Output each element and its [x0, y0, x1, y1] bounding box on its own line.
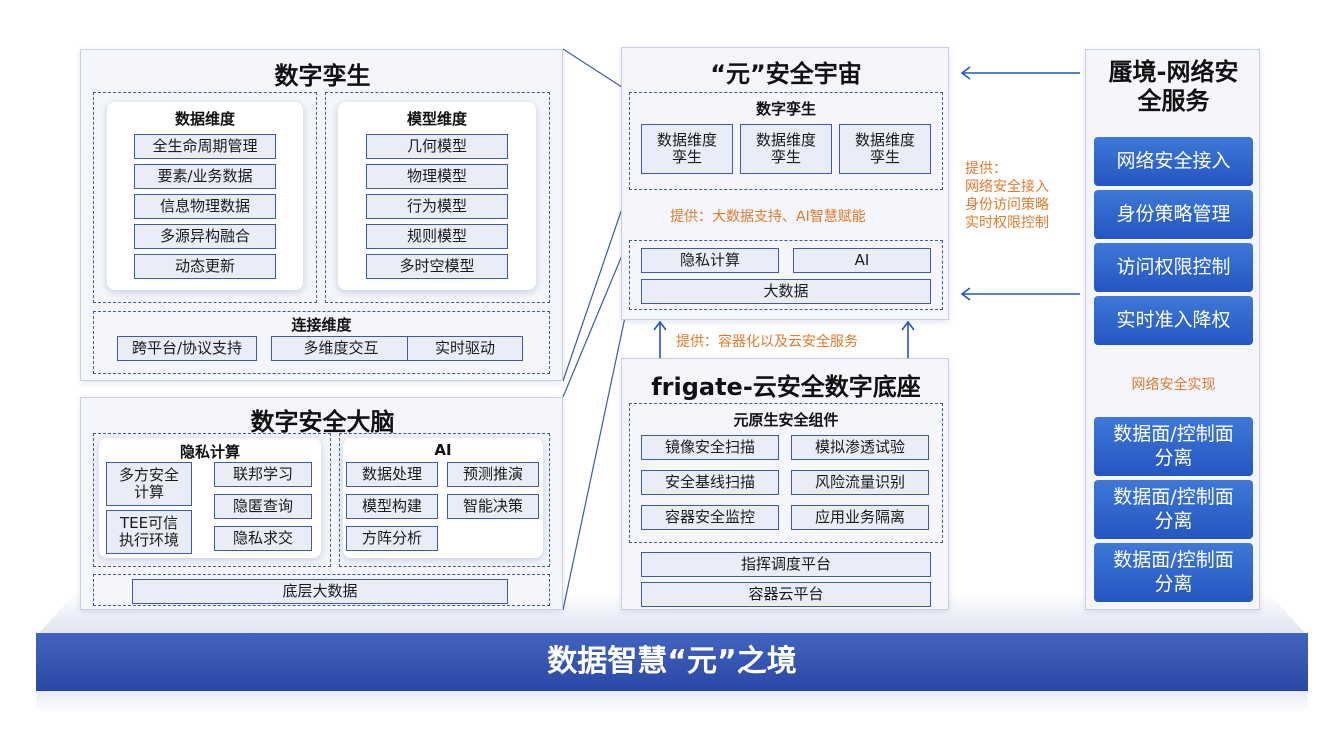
right-service-item: 访问权限控制: [1094, 243, 1253, 292]
data-dim-item: 动态更新: [134, 254, 276, 279]
frigate-title: frigate-云安全数字底座: [651, 373, 921, 401]
ai-item: 方阵分析: [346, 526, 438, 551]
model-dim-item: 几何模型: [366, 134, 508, 159]
data-dim-item: 全生命周期管理: [134, 134, 276, 159]
conn-dim-title: 连接维度: [291, 316, 352, 334]
provide-right-text: 提供： 网络安全接入 身份访问策略 实时权限控制: [965, 160, 1075, 232]
right-service-item: 实时准入降权: [1094, 296, 1253, 345]
connector-brain-bottom: [562, 302, 629, 611]
privacy-item: 联邦学习: [214, 462, 312, 487]
frigate-comp-item: 安全基线扫描: [641, 470, 779, 495]
model-dim-item: 多时空模型: [366, 254, 508, 279]
universe-twin-item: 数据维度孪生: [839, 124, 931, 174]
frigate-platform: 指挥调度平台: [641, 552, 931, 577]
data-dim-title: 数据维度: [174, 110, 235, 128]
privacy-card: 隐私计算 多方安全计算 联邦学习 TEE可信执行环境 隐匿查询 隐私求交: [99, 438, 321, 558]
right-service-split: 数据面/控制面分离: [1094, 417, 1253, 476]
brain-bottom-box: [93, 574, 550, 606]
right-realize-label: 网络安全实现: [1131, 377, 1216, 393]
twin-panel: 数字孪生 数据维度 全生命周期管理 要素/业务数据 信息物理数据 多源异构融合 …: [80, 49, 563, 381]
universe-base-box: [629, 240, 943, 310]
connector-twin-top: [562, 48, 629, 92]
universe-provide-1: 提供：大数据支持、AI智慧赋能: [670, 209, 866, 225]
frigate-comp-item: 风险流量识别: [791, 470, 929, 495]
brain-bottom-bar: 底层大数据: [132, 579, 508, 604]
frigate-panel: frigate-云安全数字底座 元原生安全组件 镜像安全扫描 模拟渗透试验 安全…: [621, 358, 949, 610]
data-dim-item: 信息物理数据: [134, 194, 276, 219]
model-dim-title: 模型维度: [406, 110, 467, 128]
right-service-panel: 蜃境-网络安全服务 网络安全接入 身份策略管理 访问权限控制 实时准入降权 网络…: [1085, 49, 1260, 610]
frigate-comp-box: [629, 403, 943, 543]
frigate-comp-item: 镜像安全扫描: [641, 435, 779, 460]
twin-data-dim-box: [93, 92, 317, 303]
connector-brain-top: [562, 240, 629, 398]
provide-right-line: 网络安全接入: [965, 179, 1049, 195]
right-service-item: 网络安全接入: [1094, 137, 1253, 186]
model-dim-item: 物理模型: [366, 164, 508, 189]
frigate-comp-item: 模拟渗透试验: [791, 435, 929, 460]
connector-twin-bottom: [562, 190, 629, 382]
base-platform-reflection: [36, 691, 1308, 713]
universe-provide-2: 提供：容器化以及云安全服务: [676, 334, 858, 350]
universe-twin-title: 数字孪生: [755, 100, 816, 118]
twin-conn-dim-box: [93, 311, 550, 374]
right-service-split: 数据面/控制面分离: [1094, 480, 1253, 539]
frigate-comp-title: 元原生安全组件: [733, 411, 839, 429]
right-service-title: 蜃境-网络安全服务: [1108, 58, 1239, 115]
universe-twin-box: [629, 92, 943, 190]
privacy-item: TEE可信执行环境: [106, 510, 192, 554]
ai-item: 智能决策: [447, 494, 539, 519]
ai-item: 模型构建: [346, 494, 438, 519]
frigate-platform: 容器云平台: [641, 582, 931, 607]
universe-twin-item: 数据维度孪生: [740, 124, 832, 174]
conn-dim-item: 多维度交互: [271, 336, 411, 361]
model-dim-item: 行为模型: [366, 194, 508, 219]
data-dim-item: 多源异构融合: [134, 224, 276, 249]
model-dim-card: 模型维度 几何模型 物理模型 行为模型 规则模型 多时空模型: [338, 102, 536, 290]
universe-panel: “元”安全宇宙 数字孪生 数据维度孪生 数据维度孪生 数据维度孪生 提供：大数据…: [621, 47, 949, 320]
universe-ai-pill: AI: [793, 248, 931, 273]
privacy-title: 隐私计算: [179, 443, 240, 461]
conn-dim-item: 实时驱动: [407, 336, 523, 361]
data-dim-item: 要素/业务数据: [134, 164, 276, 189]
universe-bigdata-pill: 大数据: [641, 279, 931, 304]
universe-title: “元”安全宇宙: [710, 60, 862, 88]
privacy-item: 隐私求交: [214, 526, 312, 551]
brain-ai-box: [339, 433, 550, 567]
base-platform-title: 数据智慧“元”之境: [36, 633, 1308, 691]
ai-title: AI: [434, 441, 452, 459]
provide-right-label: 提供：: [965, 161, 1007, 177]
brain-title: 数字安全大脑: [250, 408, 395, 436]
conn-dim-item: 跨平台/协议支持: [117, 336, 257, 361]
frigate-comp-item: 容器安全监控: [641, 505, 779, 530]
provide-right-line: 实时权限控制: [965, 215, 1049, 231]
provide-right-line: 身份访问策略: [965, 197, 1049, 213]
universe-twin-item: 数据维度孪生: [641, 124, 733, 174]
data-dim-card: 数据维度 全生命周期管理 要素/业务数据 信息物理数据 多源异构融合 动态更新: [107, 102, 303, 290]
model-dim-item: 规则模型: [366, 224, 508, 249]
privacy-item: 多方安全计算: [106, 462, 192, 506]
right-service-item: 身份策略管理: [1094, 190, 1253, 239]
privacy-item: 隐匿查询: [214, 494, 312, 519]
frigate-comp-item: 应用业务隔离: [791, 505, 929, 530]
brain-panel: 数字安全大脑 隐私计算 多方安全计算 联邦学习 TEE可信执行环境 隐匿查询 隐…: [80, 397, 563, 610]
brain-privacy-box: [93, 433, 331, 567]
twin-model-dim-box: [325, 92, 550, 303]
twin-title: 数字孪生: [274, 62, 371, 90]
right-service-split: 数据面/控制面分离: [1094, 543, 1253, 602]
universe-privacy-pill: 隐私计算: [641, 248, 779, 273]
ai-item: 预测推演: [447, 462, 539, 487]
ai-card: AI 数据处理 预测推演 模型构建 智能决策 方阵分析: [343, 438, 543, 558]
ai-item: 数据处理: [346, 462, 438, 487]
